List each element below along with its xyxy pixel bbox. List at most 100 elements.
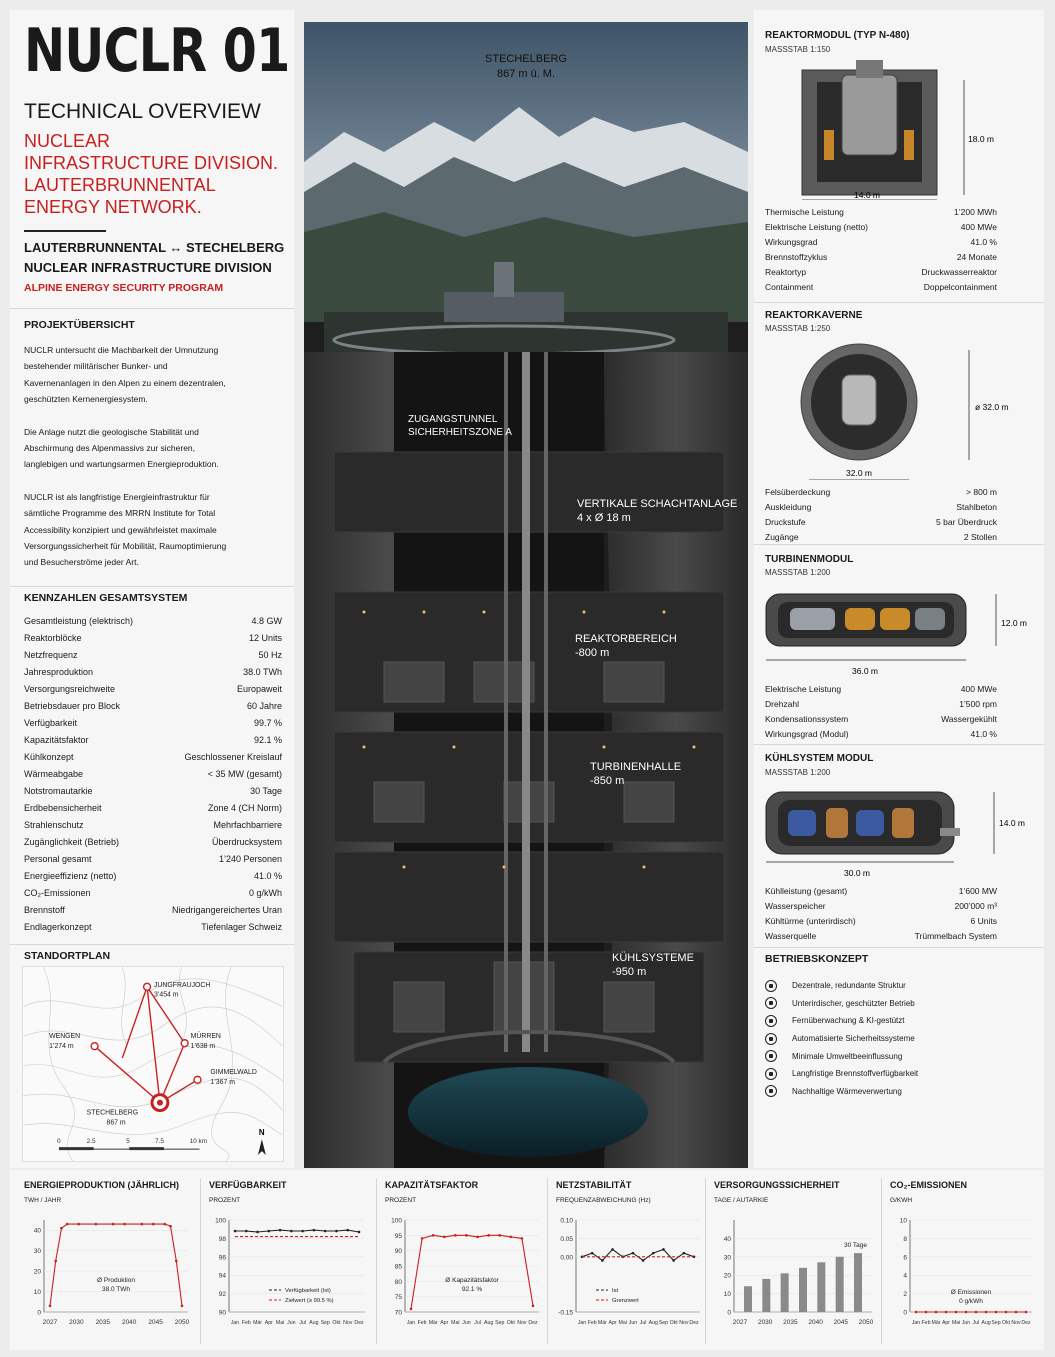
spec-value: Stahlbeton [956, 502, 997, 512]
bar [854, 1253, 862, 1312]
bar [762, 1278, 771, 1312]
scale-label: 2.5 [87, 1138, 96, 1145]
data-point [267, 1229, 271, 1233]
monitor-icon [765, 1014, 777, 1027]
data-point [954, 1310, 958, 1314]
cavern-drawing: 32.0 m ø 32.0 m [800, 343, 1009, 480]
module-title: REAKTORMODUL (TYP N-480) [765, 30, 910, 41]
data-point [944, 1310, 948, 1314]
data-point [984, 1310, 988, 1314]
y-tick-label: 0.10 [560, 1218, 573, 1225]
spec-row: Elektrische Leistung (netto)400 MWe [765, 220, 997, 235]
concept-item: Nachhaltige Wärmeverwertung [765, 1083, 1035, 1101]
spec-row: Wirkungsgrad (Modul)41.0 % [765, 727, 997, 742]
y-tick-label: 94 [219, 1273, 227, 1280]
x-tick-label: Aug [649, 1320, 658, 1326]
x-tick-label: Aug [484, 1320, 493, 1326]
spec-label: Jahresproduktion [24, 667, 94, 677]
data-point [233, 1229, 237, 1233]
spec-row: Felsüberdeckung> 800 m [765, 485, 997, 500]
y-tick-label: 96 [219, 1254, 227, 1261]
red-line: LAUTERBRUNNENTAL [24, 175, 216, 195]
overview-paragraph: NUCLR ist als langfristige Energieinfras… [24, 491, 227, 568]
map-label: STECHELBERG [87, 1109, 138, 1116]
page-subtitle: TECHNICAL OVERVIEW [24, 100, 261, 123]
x-tick-label: Nov [1011, 1320, 1021, 1326]
x-tick-label: Sep [991, 1320, 1000, 1326]
section-label-line: VERTIKALE SCHACHTANLAGE [577, 498, 738, 510]
svg-text:N: N [259, 1128, 265, 1137]
x-tick-label: Jan [912, 1320, 920, 1326]
spec-label: CO₂-Emissionen [24, 888, 91, 898]
y-tick-label: 85 [395, 1264, 403, 1271]
spec-label: Containment [765, 282, 814, 292]
y-tick-label: 90 [395, 1248, 403, 1255]
x-tick-label: 2040 [808, 1319, 823, 1326]
spec-label: Thermische Leistung [765, 207, 844, 217]
bar [799, 1267, 807, 1312]
concept-item: Automatisierte Sicherheitssysteme [765, 1030, 1035, 1048]
section-top-label: STECHELBERG [485, 53, 567, 65]
x-tick-label: Okt [1002, 1320, 1011, 1326]
spec-label: Zugänglichkeit (Betrieb) [24, 837, 120, 847]
bar [780, 1273, 789, 1312]
concept-title: BETRIEBSKONZEPT [765, 953, 869, 965]
spec-value: 200’000 m³ [954, 901, 997, 911]
concept-section: BETRIEBSKONZEPT Dezentrale, redundante S… [754, 947, 1044, 1127]
legend-label: Verfügbarkeit (Ist) [285, 1288, 331, 1294]
section-label-line: -950 m [612, 966, 647, 978]
series-line [581, 1248, 695, 1262]
spec-label: Netzfrequenz [24, 650, 78, 660]
map-marker[interactable] [90, 1042, 99, 1051]
spec-label: Kapazitätsfaktor [24, 735, 89, 745]
data-point [323, 1229, 327, 1233]
x-tick-label: 2035 [96, 1319, 111, 1326]
y-tick-label: 92 [219, 1291, 227, 1298]
data-point [111, 1222, 115, 1226]
spec-value: 92.1 % [253, 735, 282, 745]
spec-label: Wirkungsgrad (Modul) [765, 729, 849, 739]
section-label-line: TURBINENHALLE [590, 761, 682, 773]
data-point [290, 1229, 293, 1233]
spec-label: Personal gesamt [24, 854, 92, 864]
map-marker[interactable] [142, 982, 152, 991]
x-tick-label: Nov [679, 1320, 689, 1326]
dimension-height: 18.0 m [968, 134, 994, 144]
chart-annotation: Ø Kapazitätsfaktor [445, 1277, 499, 1284]
x-tick-label: 2030 [69, 1319, 84, 1326]
concept-label: Langfristige Brennstoffverfügbarkeit [792, 1069, 919, 1079]
map-label: 1’274 m [49, 1043, 74, 1050]
chart-unit: PROZENT [385, 1197, 417, 1204]
spec-label: Kühlkonzept [24, 752, 74, 762]
chart-annotation: 92.1 % [462, 1286, 482, 1293]
dimension-width: 32.0 m [846, 468, 872, 478]
concept-label: Unterirdischer, geschützter Betrieb [792, 998, 915, 1008]
dimension-width: 30.0 m [844, 868, 870, 878]
data-point [431, 1234, 435, 1237]
spec-value: Wassergekühlt [941, 714, 997, 724]
x-tick-label: Sep [495, 1320, 504, 1326]
leaf-icon [765, 1050, 777, 1063]
x-tick-label: Mai [619, 1320, 627, 1326]
data-point [974, 1310, 978, 1314]
x-tick-label: Aug [981, 1320, 990, 1326]
map-marker[interactable] [180, 1039, 189, 1048]
y-tick-label: 100 [391, 1218, 402, 1225]
concept-item: Unterirdischer, geschützter Betrieb [765, 995, 1035, 1013]
data-point [244, 1229, 248, 1233]
map-marker[interactable] [193, 1075, 202, 1084]
